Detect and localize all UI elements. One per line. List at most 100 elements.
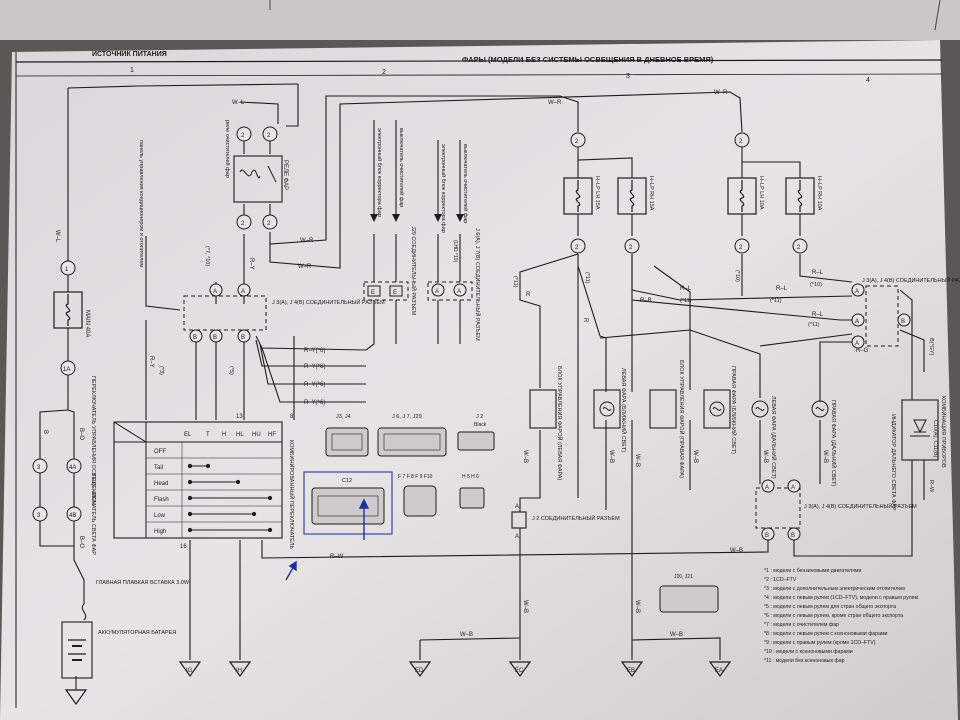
wire-wb-9: W–B (460, 632, 473, 638)
svg-text:A: A (241, 289, 245, 295)
svg-text:HL: HL (236, 432, 244, 438)
relay-note: реле очистителей фар (224, 120, 231, 178)
note-11-a: (*11) (584, 272, 590, 284)
svg-text:EA: EA (715, 668, 723, 674)
combo-switch-label: КОМБИНИРОВАННЫЙ ПЕРЕКЛЮЧАТЕЛЬ (288, 440, 296, 549)
wire-wb-3: W–B (634, 454, 640, 467)
wire-label-wl-top: W–L (232, 100, 245, 106)
svg-text:A: A (515, 504, 519, 510)
column-1: 1 (130, 67, 134, 74)
note-7-10: (*7, *10) (204, 246, 210, 266)
f10-label: ПРАВАЯ ФАРА (БЛИЖНИЙ СВЕТ) (730, 366, 738, 454)
svg-text:2: 2 (241, 133, 245, 139)
washer-switch-label-2: выключатель очистителей фар (462, 144, 469, 223)
wire-rw-right: R–W (928, 480, 934, 493)
h6-label: ПРАВАЯ ФАРА (ДАЛЬНИЙ СВЕТ) (830, 400, 838, 486)
connector-j3j4-bottom: A A B B J 3(A), J 4(B) СОЕДИНИТЕЛЬНЫЙ РА… (761, 479, 917, 541)
thumb-h5h6-label: H 5 H 6 (462, 474, 479, 480)
svg-text:A: A (855, 341, 859, 347)
wire-label-wr-top2: W–R (714, 90, 728, 96)
ry-5: (*5) (228, 366, 234, 375)
fuse-rh10-label: H–LP RH 10A (816, 176, 822, 211)
note-11-e: (*11) (808, 322, 820, 328)
j29-label: J29 СОЕДИНИТЕЛЬНЫЙ РАЗЪЕМ (410, 226, 418, 316)
c10-label: C10(A), C11(B) (932, 420, 938, 458)
footnotes: *1 : модели с бензиновыми двигателями *2… (764, 568, 918, 664)
wire-label-wr-2: W–R (298, 264, 312, 270)
ry-left: R–Y (148, 356, 154, 368)
svg-text:2: 2 (575, 245, 579, 251)
svg-text:A: A (855, 319, 859, 325)
main-fuse-label: MAIN 40A (84, 310, 90, 337)
note-11: *11 : модели без ксеноновых фар (764, 658, 845, 664)
svg-text:Head: Head (154, 481, 168, 487)
ecu-corrector-label-2: электронный блок корректора фар (440, 144, 447, 233)
thumb-j2-color: Black (474, 422, 487, 428)
note-11-d: (*11) (770, 298, 782, 304)
svg-text:A: A (515, 534, 519, 540)
note-11-b: (*11) (512, 276, 518, 288)
wire-label-bo: B–O (78, 428, 84, 440)
top-page-strip (0, 0, 960, 40)
instrument-cluster: КОМБИНАЦИЯ ПРИБОРОВ ИНДИКАТОР ДАЛЬНЕГО С… (890, 338, 946, 511)
svg-text:2: 2 (241, 221, 245, 227)
svg-text:OFF: OFF (154, 449, 166, 455)
svg-text:Flash: Flash (154, 497, 169, 503)
svg-text:H: H (222, 432, 226, 438)
connector-j3j4-left-label: J 3(A), J 4(B) СОЕДИНИТЕЛЬНЫЙ РАЗЪЕМ (272, 298, 385, 306)
svg-text:A: A (457, 289, 461, 295)
f7-label: БЛОК УПРАВЛЕНИЯ ФАРОЙ (ЛЕВАЯ ФАРА) (556, 366, 564, 480)
column-2: 2 (382, 69, 386, 76)
wire-wb-7: W–B (522, 600, 528, 613)
svg-text:A: A (435, 289, 439, 295)
wire-label-ry-relay: R–Y (248, 258, 254, 270)
svg-text:T: T (206, 432, 210, 438)
wire-r-1: R (526, 292, 531, 298)
svg-text:B: B (765, 533, 769, 539)
svg-text:E: E (371, 290, 375, 296)
svg-text:EL: EL (184, 432, 192, 438)
conditioner-panel-label: панель управления кондиционером и отопит… (138, 140, 144, 267)
svg-text:B: B (213, 335, 217, 341)
wire-wb-5: W–B (762, 450, 768, 463)
svg-text:EB: EB (627, 668, 635, 674)
connector-j6j7: электронный блок корректора фар выключат… (431, 144, 482, 341)
svg-text:2: 2 (267, 133, 271, 139)
wire-wb-1: W–B (522, 450, 528, 463)
note-11-c: (*11) (680, 298, 692, 304)
connector-j2-block: A A J 2 СОЕДИНИТЕЛЬНЫЙ РАЗЪЕМ (511, 504, 620, 540)
wire-ry6-3: R–Y(*6) (304, 382, 325, 388)
svg-text:B: B (901, 319, 905, 325)
blue-annotation-arrows (285, 498, 370, 581)
battery-label: АККУМУЛЯТОРНАЯ БАТАРЕЯ (98, 630, 176, 636)
wire-rl-4: R–L (812, 312, 824, 318)
wire-bgy: B(*GY) (928, 338, 934, 356)
wire-rb: R–B (640, 298, 652, 304)
j6j7-label: J 6(A), J 7(B) СОЕДИНИТЕЛЬНЫЙ РАЗЪЕМ (474, 228, 482, 341)
svg-text:2: 2 (575, 139, 579, 145)
svg-text:2: 2 (797, 245, 801, 251)
svg-text:HU: HU (252, 432, 261, 438)
note-4: *4 : модели с левым рулем (1CD–FTV), мод… (764, 595, 918, 601)
dashed-connector-guides (183, 281, 899, 529)
combination-switch: EL T H HL HU HF OFF Tail Head Flash Low … (113, 414, 296, 550)
thumb-j3j4-label: J3, J4 (336, 414, 351, 420)
fusible-link-label: ГЛАВНАЯ ПЛАВКАЯ ВСТАВКА 3.0W (96, 580, 190, 586)
wire-rl-3: R–L (812, 270, 824, 276)
switch-lights-label: ПЕРЕКЛЮЧАТЕЛЬ УПРАВЛЕНИЯ ОСВЕЩЕНИЕМ (90, 376, 96, 506)
svg-text:8: 8 (290, 414, 294, 420)
fuse-lh10-label: H–LP LH 10A (758, 176, 764, 210)
wire-label-wl-left: W–L (54, 230, 60, 243)
cluster-label: КОМБИНАЦИЯ ПРИБОРОВ (940, 396, 946, 468)
wire-r-2: R (582, 318, 588, 323)
svg-text:IG: IG (186, 668, 193, 674)
thumb-j20-label: J20, J21 (674, 574, 693, 580)
wire-wb-6: W–B (822, 450, 828, 463)
svg-text:B: B (791, 533, 795, 539)
svg-text:A: A (791, 485, 795, 491)
note-6: *6 : модели с левым рулем, кроме стран о… (764, 613, 903, 619)
f9-label: БЛОК УПРАВЛЕНИЯ ФАРОЙ (ПРАВАЯ ФАРА) (678, 360, 686, 478)
column-3: 3 (626, 73, 630, 80)
svg-text:HF: HF (268, 432, 276, 438)
svg-text:3: 3 (37, 513, 41, 519)
